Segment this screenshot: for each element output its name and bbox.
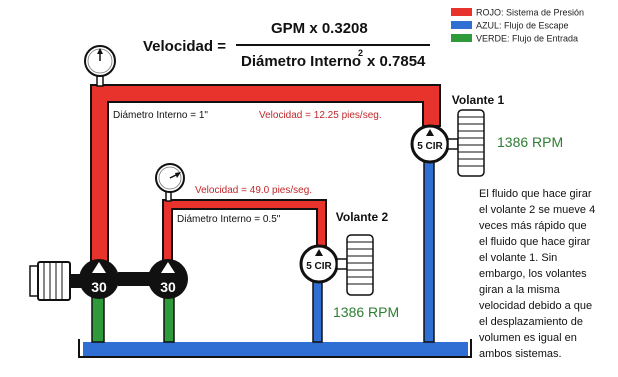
motor-2-rpm: 1386 RPM xyxy=(333,304,399,320)
formula-lhs: Velocidad = xyxy=(143,38,226,55)
motor-2-badge: 5 CIR xyxy=(306,261,332,272)
formula-denominator-exp: 2 xyxy=(358,48,363,58)
flywheel-1 xyxy=(457,109,485,177)
description-line: el volante 2 se mueve 4 xyxy=(479,204,595,216)
exhaust-lines xyxy=(312,161,435,343)
line-1-diameter: Diámetro Interno = 1" xyxy=(113,110,208,121)
description-line: giran a la misma xyxy=(479,284,561,296)
legend-label-green: VERDE: Flujo de Entrada xyxy=(476,34,578,44)
pump-2: 30 xyxy=(148,259,188,299)
intake-lines xyxy=(91,291,175,343)
legend: ROJO: Sistema de Presión AZUL: Flujo de … xyxy=(451,8,584,44)
pump-1-value: 30 xyxy=(91,279,107,295)
motor-1-rpm: 1386 RPM xyxy=(497,134,563,150)
description-text: El fluido que hace girar el volante 2 se… xyxy=(479,188,595,360)
hydraulic-motor-2: 5 CIR xyxy=(299,244,348,284)
description-line: el desplazamiento de xyxy=(479,316,583,328)
description-line: veces más rápido que xyxy=(479,220,587,232)
description-line: el fluido que hace girar xyxy=(479,236,591,248)
pressure-line-2 xyxy=(162,199,327,263)
legend-label-red: ROJO: Sistema de Presión xyxy=(476,8,584,18)
pump-1: 30 xyxy=(79,259,119,299)
drive-shaft xyxy=(118,272,154,286)
description-line: velocidad debido a que xyxy=(479,300,592,312)
hydraulic-motor-1: 5 CIR xyxy=(410,124,459,164)
motor-1-badge: 5 CIR xyxy=(417,141,443,152)
description-line: embargo, los volantes xyxy=(479,268,587,280)
line-2-diameter: Diámetro Interno = 0.5" xyxy=(177,214,281,225)
description-line: volumen es igual en xyxy=(479,332,577,344)
line-1-velocity: Velocidad = 12.25 pies/seg. xyxy=(259,110,382,121)
pressure-gauge-1 xyxy=(84,45,116,87)
line-2-velocity: Velocidad = 49.0 pies/seg. xyxy=(195,185,312,196)
description-line: el volante 1. Sin xyxy=(479,252,557,264)
legend-swatch-green xyxy=(451,34,472,42)
legend-label-blue: AZUL: Flujo de Escape xyxy=(476,21,569,31)
pressure-gauge-2 xyxy=(155,163,185,202)
velocity-formula: Velocidad = GPM x 0.3208 Diámetro Intern… xyxy=(143,20,430,70)
formula-denominator-main: Diámetro Interno xyxy=(241,53,361,70)
legend-swatch-red xyxy=(451,8,472,16)
legend-swatch-blue xyxy=(451,21,472,29)
pump-2-value: 30 xyxy=(160,279,176,295)
formula-numerator: GPM x 0.3208 xyxy=(271,20,368,37)
motor-2-title: Volante 2 xyxy=(336,210,389,224)
formula-denominator-tail: x 0.7854 xyxy=(367,53,426,70)
description-line: ambos sistemas. xyxy=(479,348,562,360)
motor-1-title: Volante 1 xyxy=(452,93,505,107)
electric-motor xyxy=(29,261,85,301)
flywheel-2 xyxy=(346,234,374,296)
reservoir-tank xyxy=(78,339,472,358)
description-line: El fluido que hace girar xyxy=(479,188,592,200)
